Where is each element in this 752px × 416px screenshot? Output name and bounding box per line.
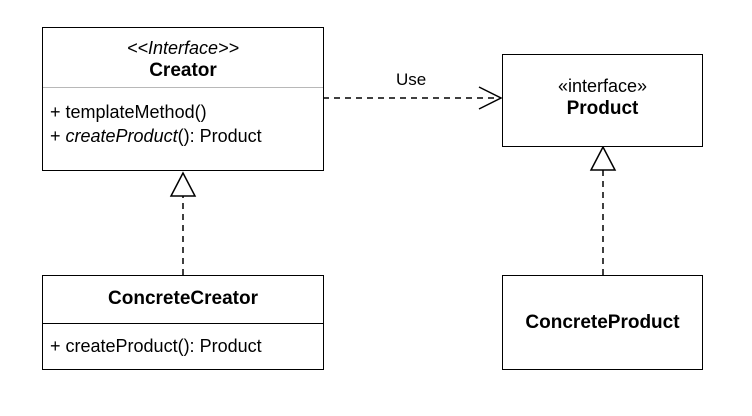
creator-op-return: (): Product [177,126,262,146]
creator-name: Creator [149,60,217,81]
product-name: Product [566,98,639,119]
concrete-creator-operations: + createProduct(): Product [43,324,323,358]
product-stereotype: «interface» [557,76,648,96]
creator-op-method-name: createProduct [65,126,178,146]
use-open-arrowhead [478,86,503,110]
concrete-creator-class[interactable]: ConcreteCreator + createProduct(): Produ… [42,275,324,370]
product-interface[interactable]: «interface» Product [502,54,703,147]
concrete-creator-compartment-divider [43,323,323,324]
creator-compartment-divider [43,87,323,88]
creator-class[interactable]: <<Interface>> Creator + templateMethod()… [42,27,324,171]
concrete-product-name: ConcreteProduct [525,312,680,333]
creator-operations: + templateMethod() + createProduct(): Pr… [43,88,323,148]
creator-op-template-method: + templateMethod() [50,102,207,122]
use-label: Use [396,70,427,89]
creator-op-create-product: + createProduct(): Product [50,124,323,148]
creator-realization-triangle [169,171,197,197]
creator-op-visibility: + [50,126,66,146]
concrete-creator-op-create-product: + createProduct(): Product [50,336,262,356]
concrete-creator-name: ConcreteCreator [108,288,258,309]
creator-stereotype: <<Interface>> [126,38,240,58]
product-realization-triangle [589,145,617,171]
concrete-product-class[interactable]: ConcreteProduct [502,275,703,370]
